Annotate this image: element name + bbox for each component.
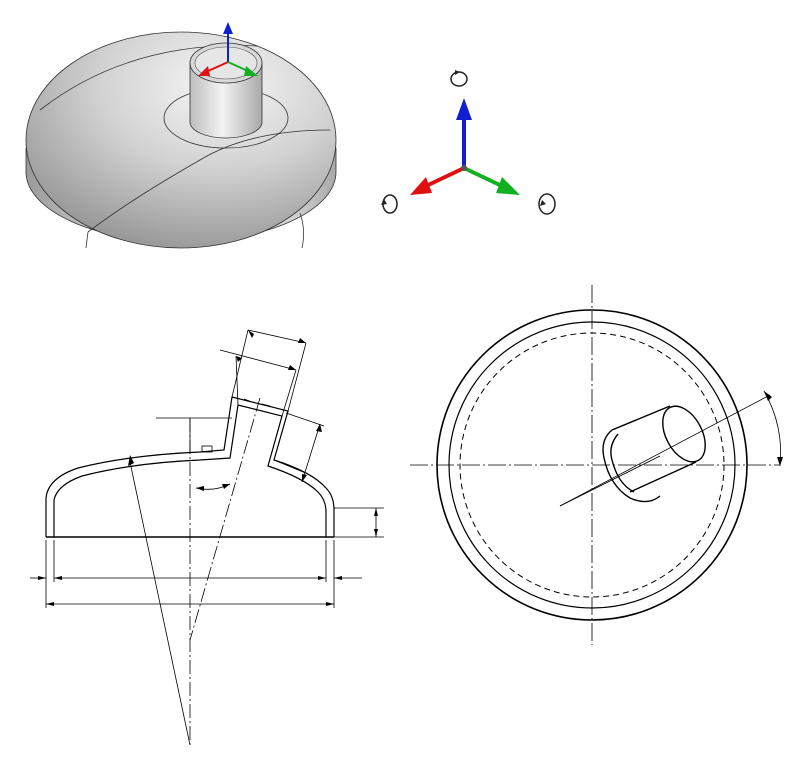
rotate-x-icon[interactable] bbox=[381, 194, 398, 214]
rotate-y-icon[interactable] bbox=[538, 193, 556, 215]
x-axis-arrow bbox=[410, 177, 432, 195]
y-axis-arrow bbox=[496, 177, 520, 195]
isometric-shaded-view bbox=[0, 0, 360, 270]
rotate-z-icon[interactable] bbox=[450, 70, 468, 87]
local-axis-triad bbox=[198, 22, 258, 76]
top-view bbox=[400, 270, 800, 759]
section-view bbox=[0, 270, 400, 759]
coordinate-triad bbox=[360, 50, 580, 240]
boss-cylinder bbox=[189, 62, 263, 139]
dome-surface bbox=[25, 31, 337, 249]
z-axis-arrow bbox=[456, 98, 472, 120]
